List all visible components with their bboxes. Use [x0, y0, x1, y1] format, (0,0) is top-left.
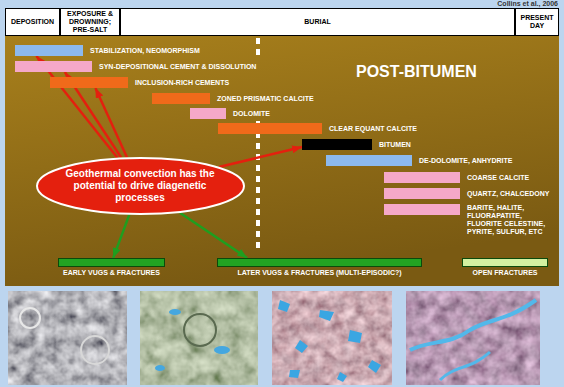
- diagenetic-event-bar: INCLUSION-RICH CEMENTS: [50, 77, 128, 88]
- porosity-event-bar: EARLY VUGS & FRACTURES: [58, 258, 165, 267]
- diagenetic-event-bar: DE-DOLOMITE, ANHYDRITE: [326, 155, 412, 166]
- event-label: STABILIZATION, NEOMORPHISM: [90, 47, 200, 55]
- stage-header-cell: BURIAL: [120, 8, 515, 36]
- event-label: LATER VUGS & FRACTURES (MULTI-EPISODIC?): [237, 269, 401, 276]
- event-label: CLEAR EQUANT CALCITE: [329, 125, 417, 133]
- event-label: DE-DOLOMITE, ANHYDRITE: [419, 157, 512, 165]
- event-label: OPEN FRACTURES: [473, 269, 538, 276]
- period-title: POST-BITUMEN: [356, 63, 477, 81]
- citation: Collins et al., 2006: [497, 0, 558, 7]
- stage-label: EXPOSURE & DROWNING; PRE-SALT: [61, 10, 119, 33]
- stage-header-cell: DEPOSITION: [5, 8, 60, 36]
- event-label: BARITE, HALITE, FLUORAPATITE, FLUORITE C…: [467, 204, 553, 236]
- callout-ellipse-outline: [37, 158, 244, 214]
- diagenetic-event-bar: BITUMEN: [302, 139, 372, 150]
- diagenetic-event-bar: COARSE CALCITE: [384, 172, 460, 183]
- diagenetic-event-bar: STABILIZATION, NEOMORPHISM: [15, 45, 83, 56]
- photo-detail: [20, 308, 40, 328]
- burial-panel: [5, 36, 559, 286]
- thin-section-photo: [140, 291, 258, 385]
- porosity-event-bar: OPEN FRACTURES: [462, 258, 548, 267]
- diagenetic-event-bar: QUARTZ, CHALCEDONY: [384, 188, 460, 199]
- diagenetic-event-bar: DOLOMITE: [190, 108, 226, 119]
- bitumen-boundary: [256, 121, 260, 250]
- diagenetic-event-bar: SYN-DEPOSITIONAL CEMENT & DISSOLUTION: [15, 61, 92, 72]
- callout-text: Geothermal convection has the potential …: [65, 168, 215, 204]
- process-arrow: [219, 147, 302, 167]
- thin-section-photo: [272, 291, 392, 385]
- fracture-fill: [410, 300, 536, 350]
- diagenetic-event-bar: CLEAR EQUANT CALCITE: [218, 123, 322, 134]
- diagenetic-event-bar: ZONED PRISMATIC CALCITE: [152, 93, 210, 104]
- stage-label: DEPOSITION: [9, 18, 56, 26]
- pore-space: [169, 309, 181, 315]
- porosity-arrow: [113, 215, 129, 258]
- porosity-event-bar: LATER VUGS & FRACTURES (MULTI-EPISODIC?): [217, 258, 422, 267]
- pore-space: [278, 300, 381, 382]
- process-arrow: [95, 88, 127, 157]
- pore-space: [214, 346, 230, 354]
- porosity-arrow: [180, 213, 247, 258]
- diagenetic-event-bar: BARITE, HALITE, FLUORAPATITE, FLUORITE C…: [384, 204, 460, 215]
- stage-label: BURIAL: [302, 18, 332, 26]
- photo-detail: [81, 336, 109, 364]
- event-label: EARLY VUGS & FRACTURES: [63, 269, 160, 276]
- event-label: QUARTZ, CHALCEDONY: [467, 190, 549, 198]
- event-label: INCLUSION-RICH CEMENTS: [135, 79, 229, 87]
- event-label: COARSE CALCITE: [467, 174, 529, 182]
- fracture-fill: [440, 352, 490, 380]
- event-label: SYN-DEPOSITIONAL CEMENT & DISSOLUTION: [99, 63, 256, 71]
- thin-section-photo: [8, 291, 127, 385]
- event-label: ZONED PRISMATIC CALCITE: [217, 95, 314, 103]
- event-label: BITUMEN: [379, 141, 411, 149]
- stage-header-cell: EXPOSURE & DROWNING; PRE-SALT: [60, 8, 120, 36]
- bitumen-boundary: [256, 38, 260, 58]
- stage-header-cell: PRESENT DAY: [515, 8, 559, 36]
- photo-detail: [184, 314, 216, 346]
- pore-space: [155, 365, 165, 371]
- event-label: DOLOMITE: [233, 110, 270, 118]
- thin-section-photo: [406, 291, 540, 385]
- callout-ellipse: Geothermal convection has the potential …: [35, 156, 246, 216]
- stage-label: PRESENT DAY: [516, 14, 558, 29]
